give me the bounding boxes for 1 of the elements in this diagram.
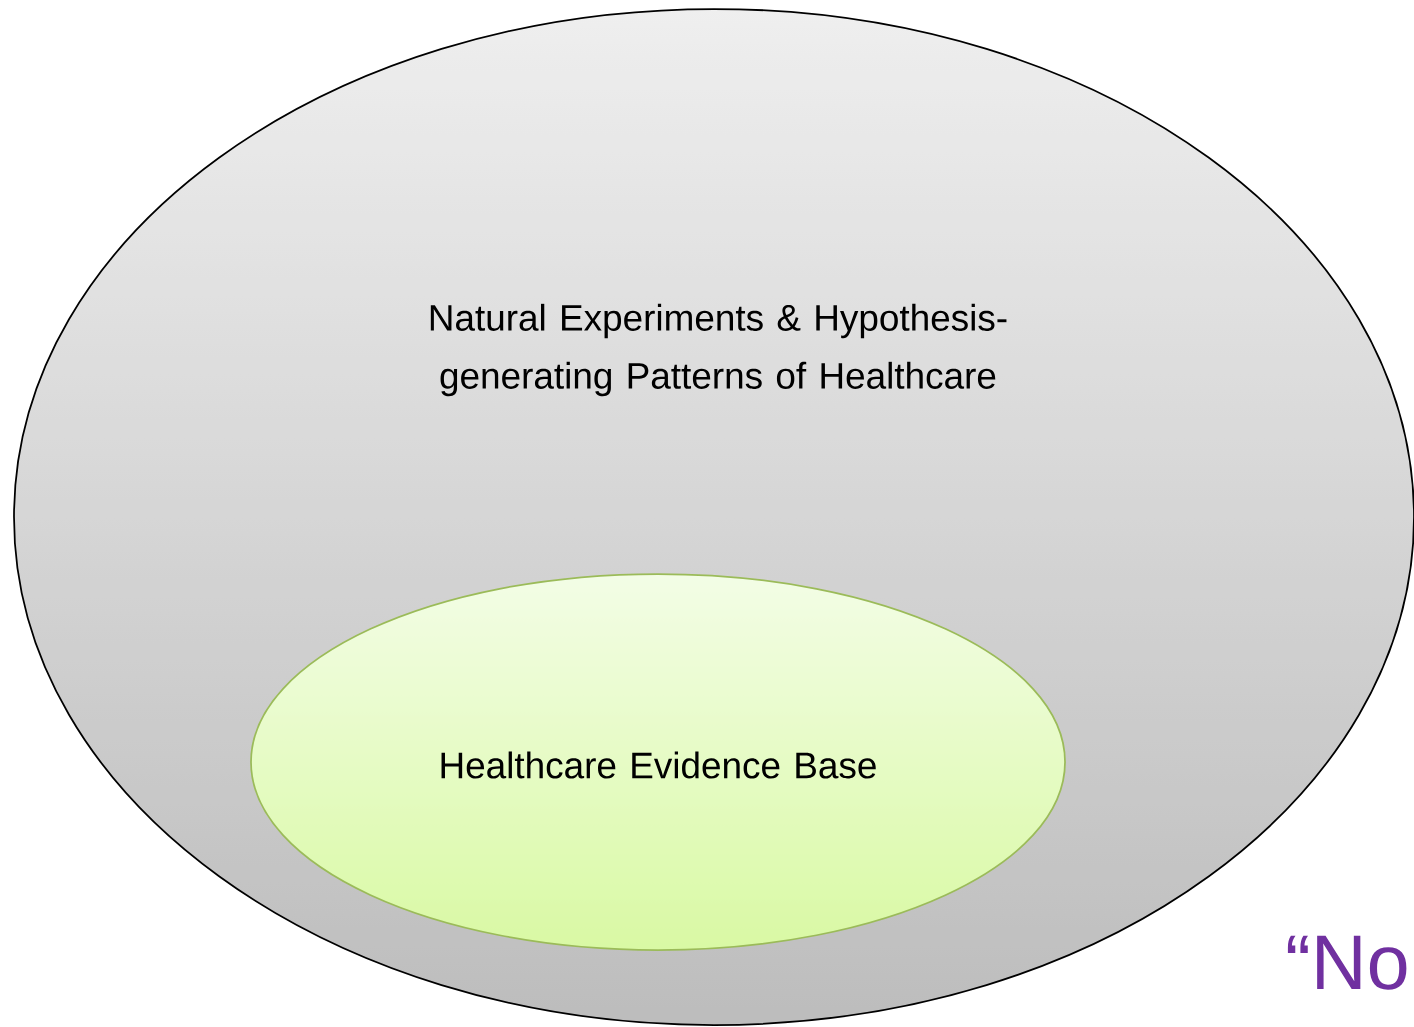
quote-text: “No [1287,935,1407,990]
